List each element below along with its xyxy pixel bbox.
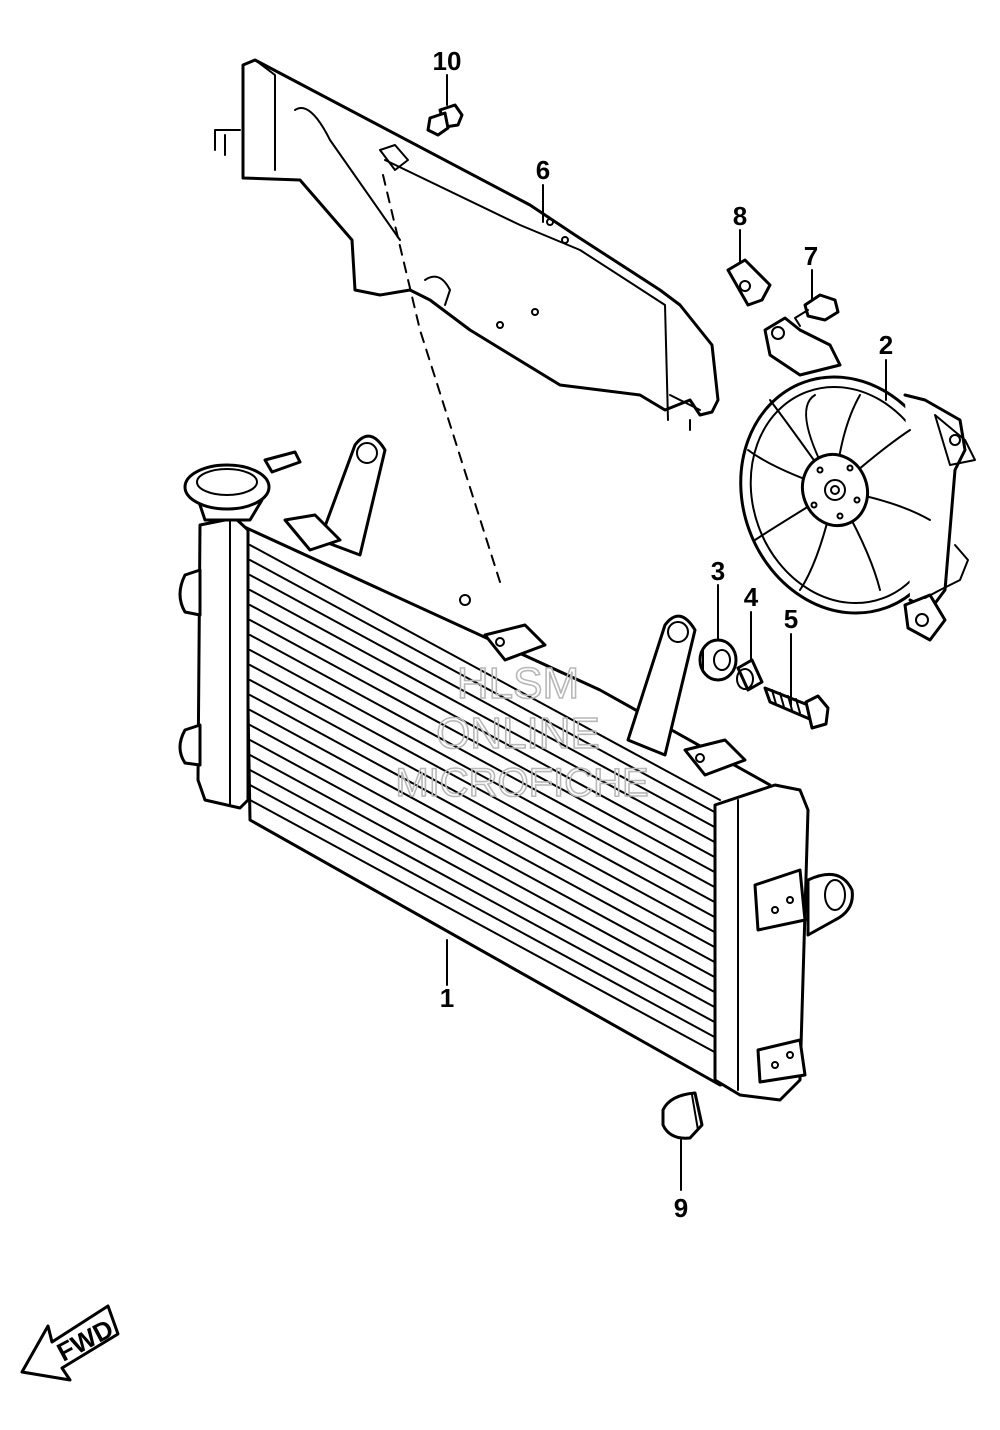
callout-5: 5: [784, 604, 798, 634]
callout-labels: 1 2 3 4 5 6 7 8 9 10: [433, 46, 894, 1223]
part-10-clip[interactable]: [426, 103, 464, 137]
watermark-line-3: MICROFICHE: [395, 761, 648, 805]
fwd-direction-arrow: FWD: [20, 1304, 120, 1382]
part-3-grommet[interactable]: [698, 638, 738, 682]
callout-7: 7: [804, 241, 818, 271]
callout-1: 1: [440, 983, 454, 1013]
part-6-radiator-cover[interactable]: [214, 58, 720, 583]
callout-3: 3: [711, 556, 725, 586]
part-8-nut-clip[interactable]: [726, 258, 772, 307]
part-7-bolt[interactable]: [794, 293, 840, 327]
callout-10: 10: [433, 46, 462, 76]
part-1-radiator[interactable]: [178, 434, 854, 1102]
callout-6: 6: [536, 155, 550, 185]
watermark-line-2: ONLINE: [436, 709, 600, 758]
callout-8: 8: [733, 201, 747, 231]
part-4-collar[interactable]: [736, 658, 764, 692]
radiator-core-fins: [249, 544, 721, 1056]
callout-2: 2: [879, 330, 893, 360]
callout-9: 9: [674, 1193, 688, 1223]
part-2-cooling-fan[interactable]: [708, 316, 982, 643]
part-5-bolt[interactable]: [763, 686, 830, 730]
part-9-stopper[interactable]: [661, 1091, 704, 1140]
watermark-line-1: HLSM: [457, 659, 579, 708]
callout-4: 4: [744, 582, 759, 612]
watermark: HLSM ONLINE MICROFICHE: [395, 658, 650, 806]
leader-lines: [446, 74, 887, 1191]
